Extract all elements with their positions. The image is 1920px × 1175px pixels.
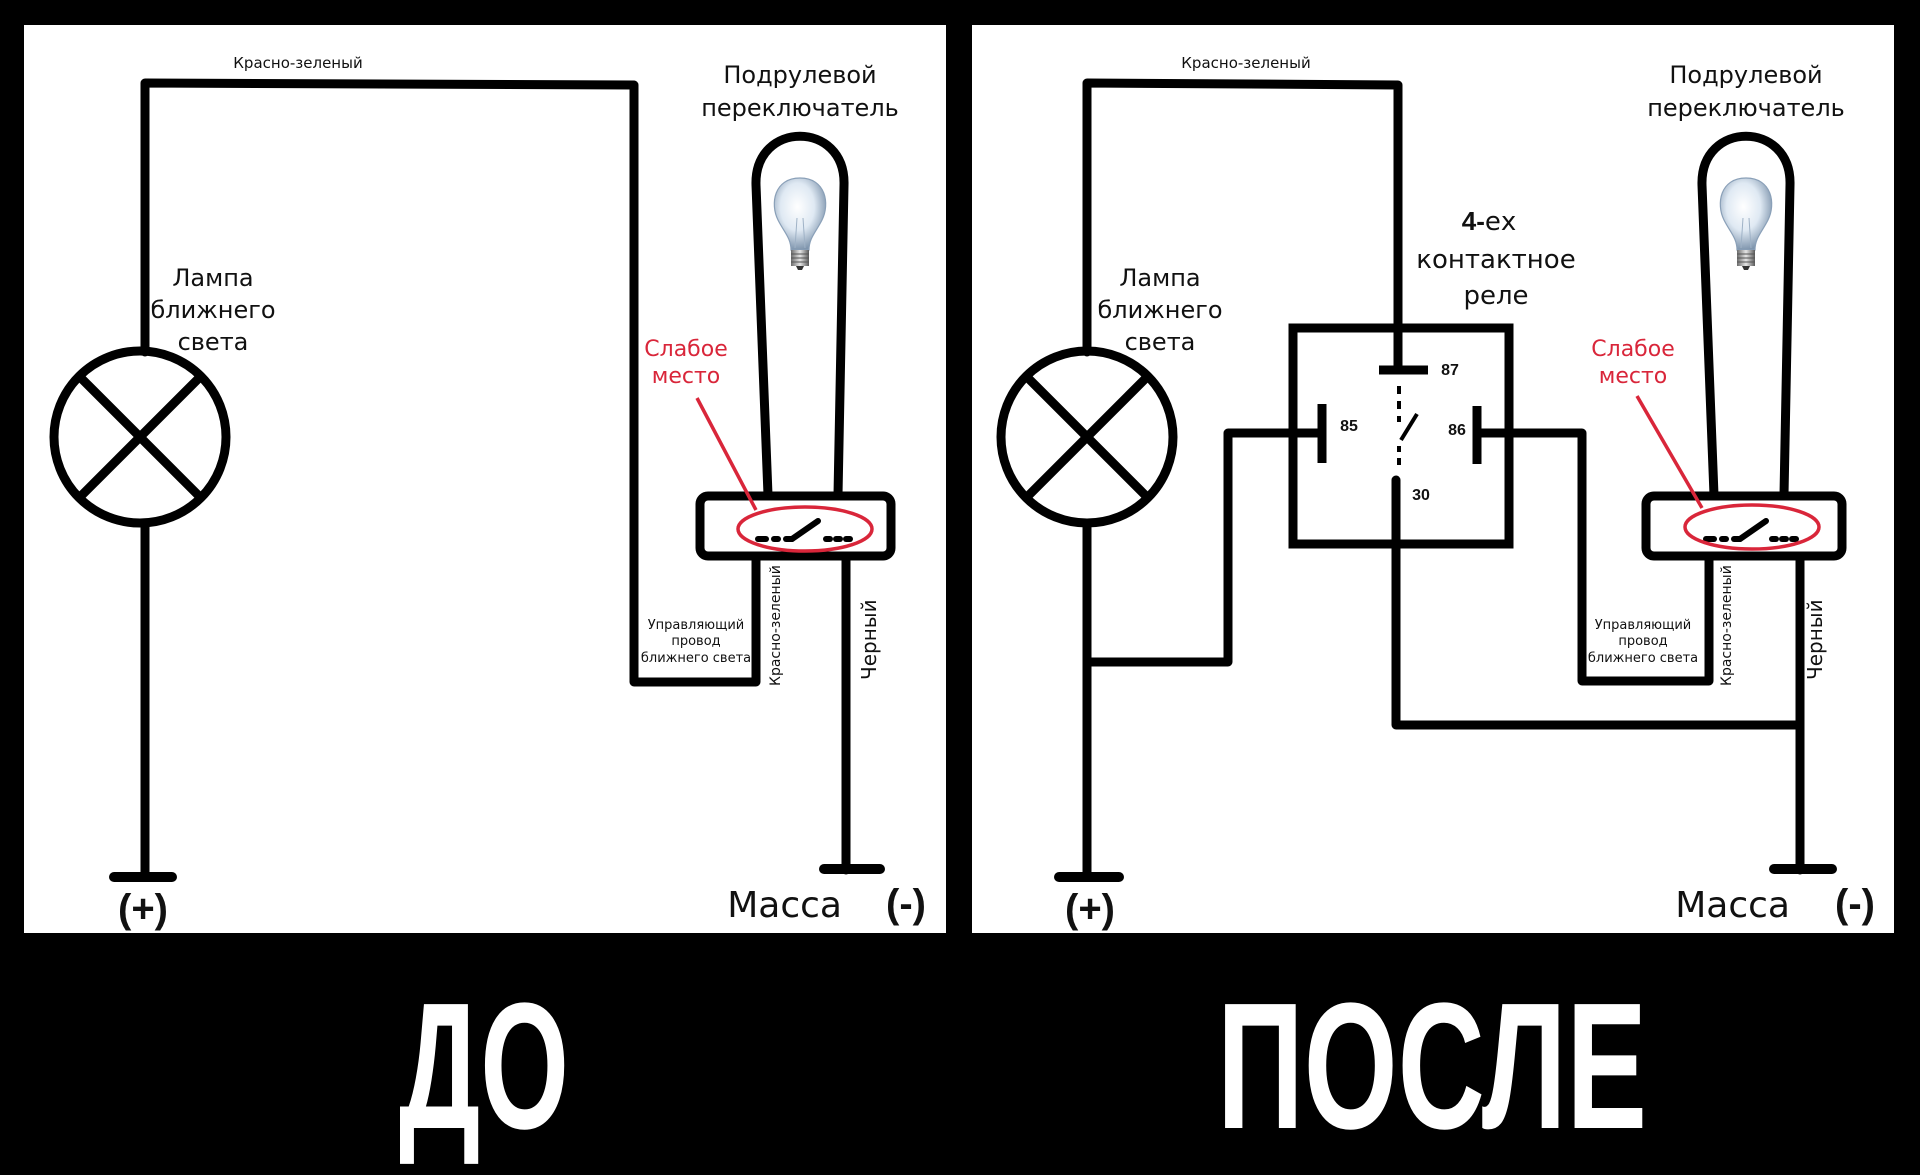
before-control-wire-line3: ближнего света [641,651,751,666]
before-weak-point-line1: Слабое [644,337,727,362]
before-wires [140,78,851,881]
after-plus-label: (+) [1065,887,1115,931]
after-lamp-symbol-icon [996,346,1178,528]
before-minus-label: (-) [886,882,926,926]
before-ground-label: Масса [727,885,842,926]
after-ground-label: Масса [1675,885,1790,926]
before-switch-title-line2: переключатель [701,94,899,122]
after-control-wire-line2: провод [1618,634,1667,649]
before-lamp-label-line1: Лампа [172,264,253,292]
before-weak-point-highlight [736,505,874,553]
before-weak-point-pointer [695,397,758,511]
after-relay-housing [1288,323,1514,549]
before-steering-switch [695,131,896,561]
after-switch-contact-icon [1703,518,1799,542]
before-panel-background [24,25,946,933]
after-wire-85 [1082,428,1327,667]
before-lamp-label-line2: ближнего [150,296,275,324]
before-control-wire-line1: Управляющий [648,618,745,633]
after-panel: 87 85 86 30 4-ех контактное реле (+) Мас… [972,25,1894,933]
after-relay-title-rest: ех [1485,207,1516,237]
after-relay-switch-icon [1397,386,1419,465]
before-leg-left-label: Красно-зеленый [768,565,784,686]
after-weak-point-line1: Слабое [1591,337,1674,362]
after-wire-30 [1391,475,1805,730]
after-steering-switch [1635,131,1847,561]
after-relay-title-line2: контактное [1416,245,1575,275]
before-switch-stalk [751,131,849,496]
before-switch-contact-icon [755,518,853,542]
before-lamp-symbol-icon [49,346,231,528]
after-lamp-label-line1: Лампа [1119,264,1200,292]
before-leg-right-label: Черный [857,599,881,680]
before-switch-housing [695,491,896,561]
before-panel: (+) Масса (-) Красно-зеленый Подрулевой … [24,25,946,933]
after-relay-title-line3: реле [1463,281,1528,311]
after-wire-86-control [1472,428,1714,686]
after-control-wire-line1: Управляющий [1595,618,1692,633]
after-relay-pin-87: 87 [1441,362,1459,379]
before-caption: ДО [399,966,569,1167]
after-leg-left-label: Красно-зеленый [1719,565,1735,686]
before-weak-point-line2: место [652,364,721,389]
after-weak-point-line2: место [1599,364,1668,389]
after-leg-right-label: Черный [1803,599,1827,680]
after-relay: 87 85 86 30 [1288,323,1514,549]
after-switch-title-line2: переключатель [1647,94,1845,122]
after-control-wire-line3: ближнего света [1588,651,1698,666]
after-panel-background [972,25,1894,933]
after-caption: ПОСЛЕ [1217,966,1647,1167]
before-wire-top-label: Красно-зеленый [233,54,362,72]
after-relay-pin-86: 86 [1448,422,1466,439]
before-switch-title-line1: Подрулевой [723,61,876,89]
before-lamp-label-line3: света [178,328,249,356]
after-lamp-label-line2: ближнего [1097,296,1222,324]
before-control-wire-line2: провод [671,634,720,649]
after-minus-label: (-) [1835,882,1875,926]
before-wire-red-green-loop [140,78,761,687]
after-relay-pin-85: 85 [1340,418,1358,435]
after-relay-pin-30: 30 [1412,487,1430,504]
after-switch-title-line1: Подрулевой [1669,61,1822,89]
after-weak-point-highlight [1683,503,1821,551]
after-relay-title-line1: 4-ех [1462,206,1517,237]
after-wire-red-green-to-87 [1082,78,1403,375]
after-wires [1082,78,1805,881]
after-lamp-label-line3: света [1125,328,1196,356]
before-plus-label: (+) [118,887,168,931]
after-relay-title-bold: 4- [1462,206,1485,236]
after-weak-point-pointer [1635,395,1704,509]
after-switch-stalk [1697,131,1795,496]
after-wire-top-label: Красно-зеленый [1181,54,1310,72]
